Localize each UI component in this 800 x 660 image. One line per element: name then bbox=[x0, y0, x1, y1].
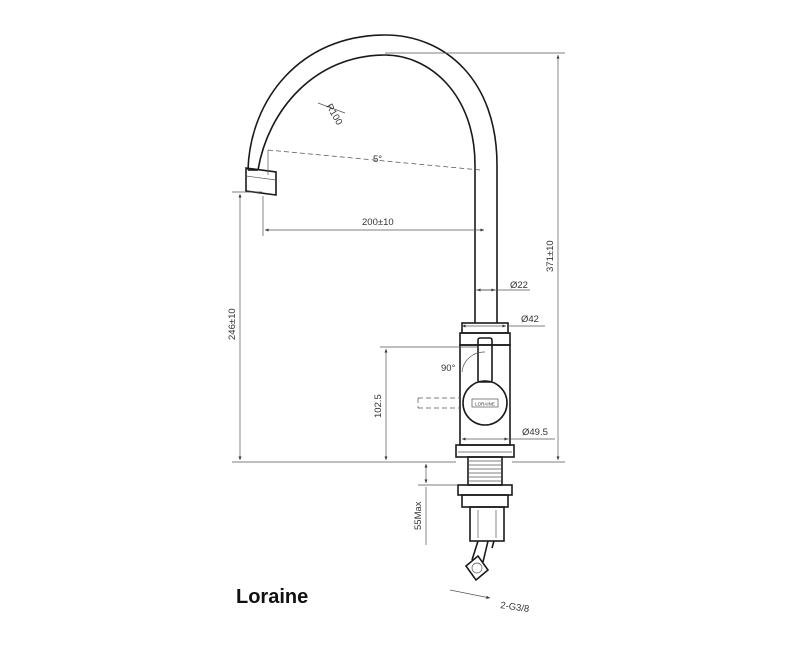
dimension-lines bbox=[232, 52, 565, 599]
lever-height-label: 102.5 bbox=[373, 394, 384, 418]
connection-label: 2-G3/8 bbox=[500, 600, 530, 615]
faucet-spout bbox=[245, 34, 498, 323]
product-title: Loraine bbox=[236, 586, 309, 608]
spout-height-label: 246±10 bbox=[227, 308, 238, 340]
total-height-label: 371±10 bbox=[545, 240, 556, 272]
max-deck-label: 55Max bbox=[413, 501, 424, 530]
spout-angle-label: 5° bbox=[373, 154, 382, 165]
reach-label: 200±10 bbox=[362, 217, 394, 228]
lever-angle-label: 90° bbox=[441, 363, 456, 374]
handle-lever: LORAINE bbox=[417, 337, 508, 426]
base-diameter-label: Ø49.5 bbox=[522, 427, 548, 438]
body-diameter-label: Ø42 bbox=[521, 314, 539, 325]
mounting-shank bbox=[457, 456, 513, 582]
dimension-labels: R100 5° 200±10 371±10 246±10 Ø22 Ø42 90°… bbox=[227, 102, 556, 615]
faucet-body bbox=[455, 322, 515, 458]
spout-diameter-label: Ø22 bbox=[510, 280, 528, 291]
brand-mark-label: LORAINE bbox=[475, 402, 495, 407]
radius-label: R100 bbox=[323, 102, 344, 127]
